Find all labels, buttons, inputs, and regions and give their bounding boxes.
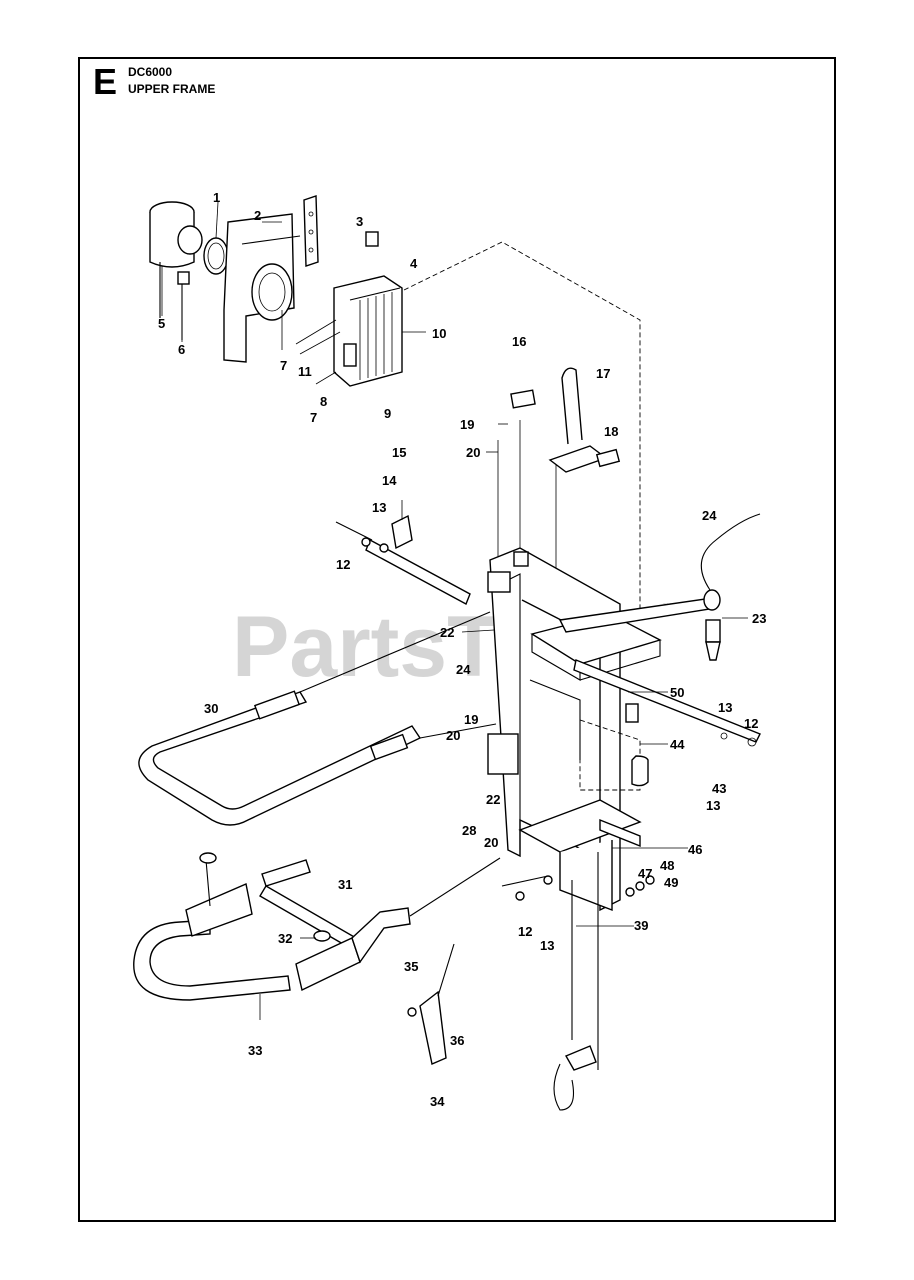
air-filter-assembly [149,201,229,340]
callout-4: 4 [410,256,418,271]
callout-14: 14 [382,473,397,488]
callout-11: 11 [298,364,312,379]
callout-15: 15 [392,445,406,460]
main-frame [487,547,662,912]
callout-49: 49 [664,875,678,890]
handle-hook [510,367,621,473]
upper-handle-30 [138,611,497,826]
callout-17: 17 [596,366,610,381]
callout-20a: 20 [466,445,480,460]
lower-pins [501,852,655,1111]
page-title: UPPER FRAME [128,82,216,96]
callout-8: 8 [320,394,327,409]
callout-16: 16 [512,334,526,349]
callout-18: 18 [604,424,618,439]
callout-23: 23 [752,611,766,626]
callout-43: 43 [712,781,726,796]
callout-36: 36 [450,1033,464,1048]
left-axle [335,500,471,605]
callout-2: 2 [254,208,261,223]
callout-5: 5 [158,316,165,331]
model-number: DC6000 [128,65,173,79]
callout-labels: 1 2 3 4 5 6 7 11 8 7 9 10 16 17 18 19 20… [158,190,766,1109]
exhaust-shield [223,195,319,363]
lower-handle-33 [133,852,501,1001]
callout-50: 50 [670,685,684,700]
right-arm [558,513,761,747]
callout-30: 30 [204,701,218,716]
callout-13d: 13 [540,938,554,953]
callout-10: 10 [432,326,446,341]
callout-28: 28 [462,823,476,838]
callout-46: 46 [688,842,702,857]
callout-44: 44 [670,737,685,752]
callout-22b: 22 [486,792,500,807]
callout-22a: 22 [440,625,454,640]
callout-31: 31 [338,877,352,892]
callout-33: 33 [248,1043,262,1058]
radiator-block [295,231,403,387]
callout-35: 35 [404,959,418,974]
callout-32: 32 [278,931,292,946]
callout-6: 6 [178,342,185,357]
connection-line-4 [403,241,641,620]
callout-48: 48 [660,858,674,873]
callout-12b: 12 [744,716,758,731]
callout-20b: 20 [446,728,460,743]
callout-12c: 12 [518,924,532,939]
section-letter: E [93,61,118,102]
callout-24a: 24 [702,508,717,523]
callout-20c: 20 [484,835,498,850]
callout-19a: 19 [460,417,474,432]
weight-44 [631,755,649,787]
callout-1: 1 [213,190,220,205]
callout-19b: 19 [464,712,478,727]
callout-3: 3 [356,214,363,229]
callout-24b: 24 [456,662,471,677]
callout-7a: 7 [280,358,287,373]
callout-13b: 13 [718,700,732,715]
callout-12a: 12 [336,557,350,572]
bracket [303,195,319,267]
diagram-border [78,57,836,1222]
lever-36 [407,943,455,1065]
callout-39: 39 [634,918,648,933]
callout-13a: 13 [372,500,386,515]
callout-7b: 7 [310,410,317,425]
callout-34: 34 [430,1094,445,1109]
callout-13c: 13 [706,798,720,813]
callout-9: 9 [384,406,391,421]
callout-47: 47 [638,866,652,881]
